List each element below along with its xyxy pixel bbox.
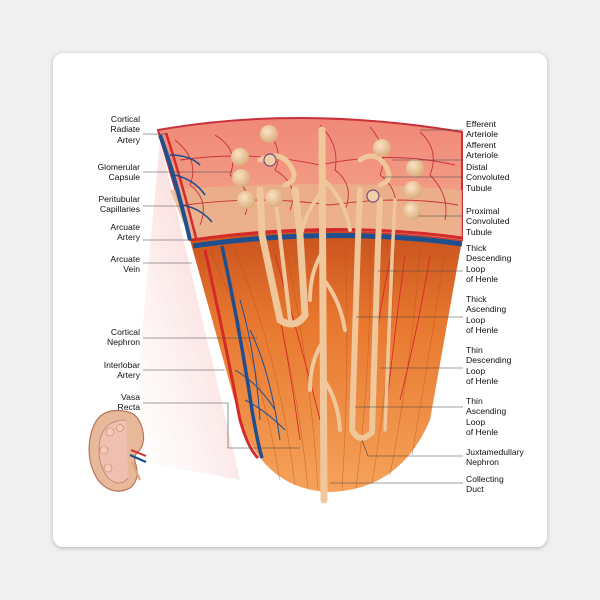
peritubular-capillary-network: [174, 124, 459, 226]
label-collecting-duct: Collecting Duct: [466, 474, 504, 495]
kidney-icon: [88, 409, 147, 492]
label-thick-ascending-loop: Thick Ascending Loop of Henle: [466, 294, 507, 335]
cortical-radiate-vein: [158, 134, 192, 241]
glomeruli: [231, 125, 424, 220]
label-cortical-nephron: Cortical Nephron: [107, 327, 140, 348]
label-peritubular-capillaries: Peritubular Capillaries: [98, 194, 140, 215]
interlobar-artery-vessel: [203, 249, 260, 460]
arcuate-artery-vessel: [191, 227, 463, 242]
interlobar-vein: [220, 245, 264, 459]
label-arcuate-vein: Arcuate Vein: [110, 254, 140, 275]
label-vasa-recta: Vasa Recta: [117, 392, 140, 413]
collecting-duct-vessel: [298, 126, 352, 504]
label-juxtamedullary-nephron: Juxtamedullary Nephron: [466, 447, 524, 468]
label-cortical-radiate-artery: Cortical Radiate Artery: [110, 114, 140, 145]
label-distal-convoluted-tubule: Distal Convoluted Tubule: [466, 162, 510, 193]
label-thin-ascending-loop: Thin Ascending Loop of Henle: [466, 396, 507, 437]
label-afferent-arteriole: Afferent Arteriole: [466, 140, 498, 161]
label-glomerular-capsule: Glomerular Capsule: [97, 162, 140, 183]
label-interlobar-artery: Interlobar Artery: [103, 360, 140, 381]
projection-glow: [130, 140, 240, 480]
label-efferent-arteriole: Efferent Arteriole: [466, 119, 498, 140]
arcuate-vein-vessel: [192, 232, 463, 249]
vasa-recta-vessels: [234, 299, 286, 441]
cortical-radiate-artery-vessel: [164, 132, 198, 239]
label-proximal-convoluted-tubule: Proximal Convoluted Tubule: [466, 206, 510, 237]
label-thick-descending-loop: Thick Descending Loop of Henle: [466, 243, 512, 284]
label-arcuate-artery: Arcuate Artery: [110, 222, 140, 243]
label-thin-descending-loop: Thin Descending Loop of Henle: [466, 345, 512, 386]
cortical-vein-branches: [169, 154, 213, 223]
leader-lines: [143, 129, 463, 484]
